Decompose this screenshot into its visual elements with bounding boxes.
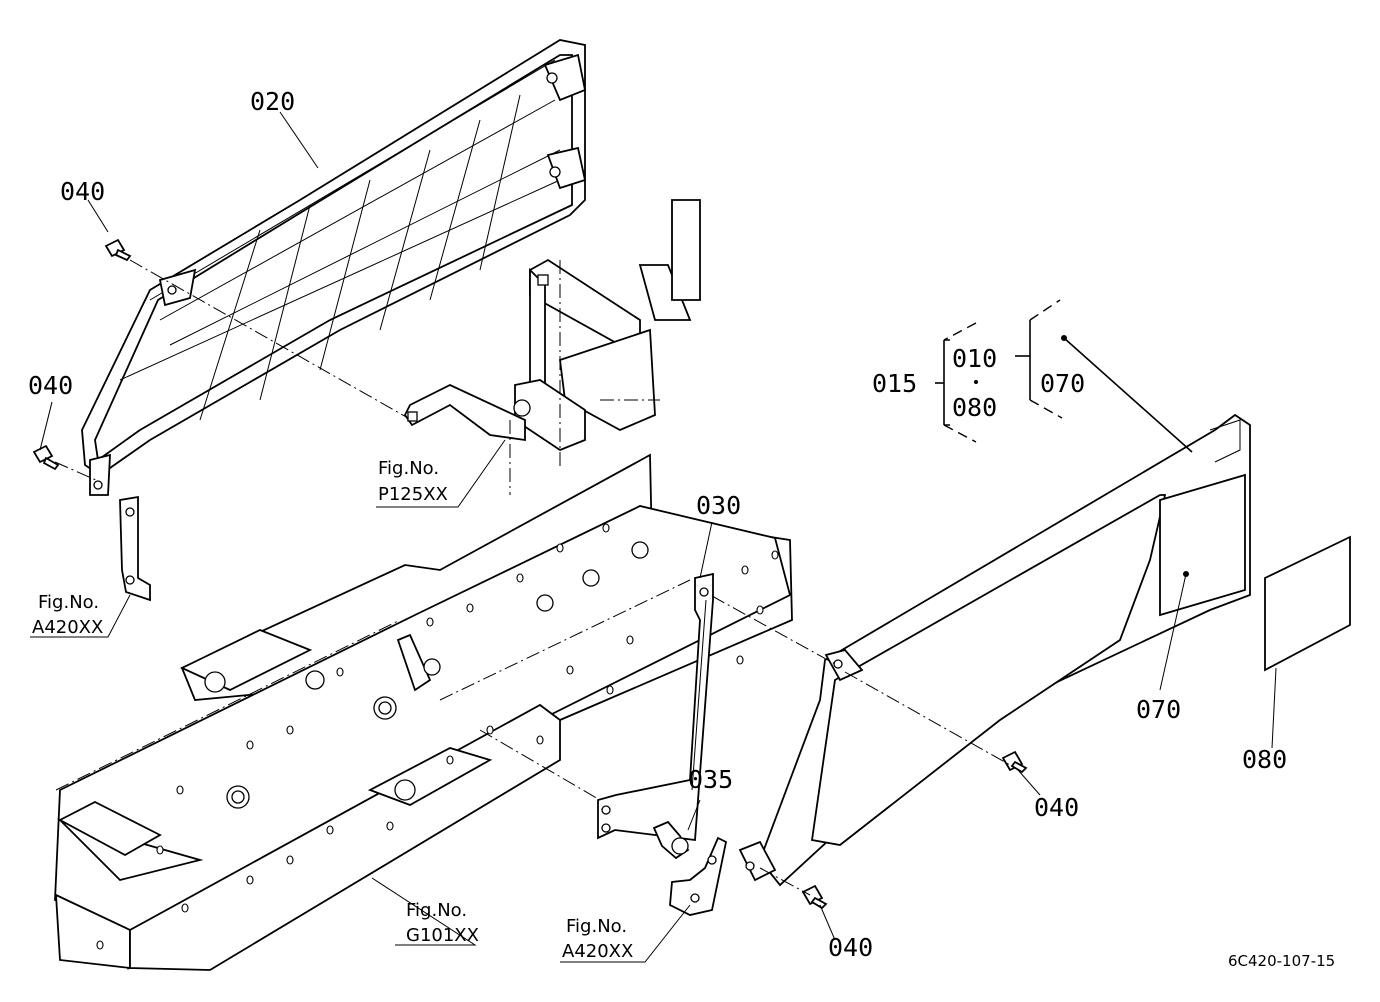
- part-035-bolt: [652, 820, 690, 860]
- fig-ref-a420-left-prefix: Fig.No.: [38, 592, 99, 613]
- part-040-bolt-upper: [104, 238, 132, 262]
- label-080-bracket: 080: [952, 393, 997, 422]
- part-040-bolt-bottom: [801, 884, 828, 910]
- label-035: 035: [688, 765, 733, 794]
- part-040-bolt-lower: [32, 444, 60, 471]
- part-040-bolt-right: [1001, 750, 1028, 774]
- label-020: 020: [250, 87, 295, 116]
- bracket-a420-right: [669, 836, 728, 916]
- part-030-stay: [597, 572, 714, 842]
- label-040-bottom: 040: [828, 933, 873, 962]
- label-030: 030: [696, 491, 741, 520]
- fig-ref-a420-right-prefix: Fig.No.: [566, 916, 627, 937]
- frame-assembly: [54, 453, 793, 971]
- fig-ref-g101-prefix: Fig.No.: [406, 900, 467, 921]
- drawing-code: 6C420-107-15: [1228, 952, 1335, 970]
- label-040-top: 040: [60, 177, 105, 206]
- label-080: 080: [1242, 745, 1287, 774]
- part-020-front-grille: [81, 39, 587, 496]
- side-cover-panel: [738, 413, 1251, 887]
- leader-lines: [30, 111, 1277, 963]
- fig-ref-g101-code: G101XX: [406, 925, 479, 946]
- label-015: 015: [872, 369, 917, 398]
- fig-ref-a420-left-code: A420XX: [32, 617, 103, 638]
- radiator-bracket-assembly: [403, 199, 701, 495]
- label-070: 070: [1136, 695, 1181, 724]
- label-010: 010: [952, 344, 997, 373]
- fig-ref-p125-prefix: Fig.No.: [378, 458, 439, 479]
- label-040-right: 040: [1034, 793, 1079, 822]
- label-070-bracket: 070: [1040, 369, 1085, 398]
- part-080-decal: [1264, 535, 1351, 672]
- callout-labels: 020 040 040 015 010 080 070 030 035 070 …: [28, 87, 1335, 970]
- fig-ref-a420-right-code: A420XX: [562, 941, 633, 962]
- bracket-a420-left: [119, 495, 151, 602]
- label-040-left: 040: [28, 371, 73, 400]
- fig-ref-p125-code: P125XX: [378, 484, 448, 505]
